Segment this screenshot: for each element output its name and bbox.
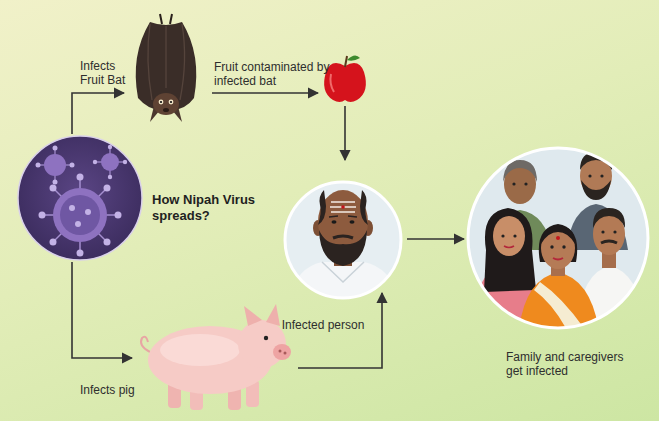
node-caption: Family and caregivers get infected	[506, 350, 634, 378]
pig-illustration	[141, 304, 291, 410]
flow-arrow	[407, 238, 464, 240]
bat-illustration	[136, 14, 197, 122]
person-circle: Infected person	[285, 182, 401, 298]
diagram-title: How Nipah Virus spreads?	[152, 192, 256, 224]
family-circle: Family and caregivers get infected	[468, 148, 648, 328]
virus-illustration	[18, 136, 142, 260]
flow-label: Infects pig	[80, 383, 160, 397]
family-illustration	[468, 148, 648, 340]
virus-circle: How Nipah Virus spreads?	[18, 136, 142, 260]
fruit-illustration	[324, 55, 366, 102]
node-caption: Infected person	[268, 318, 378, 332]
flow-label: Infects Fruit Bat	[80, 59, 140, 87]
flow-label: Fruit contaminated by infected bat	[214, 60, 332, 88]
person-illustration	[285, 182, 401, 300]
